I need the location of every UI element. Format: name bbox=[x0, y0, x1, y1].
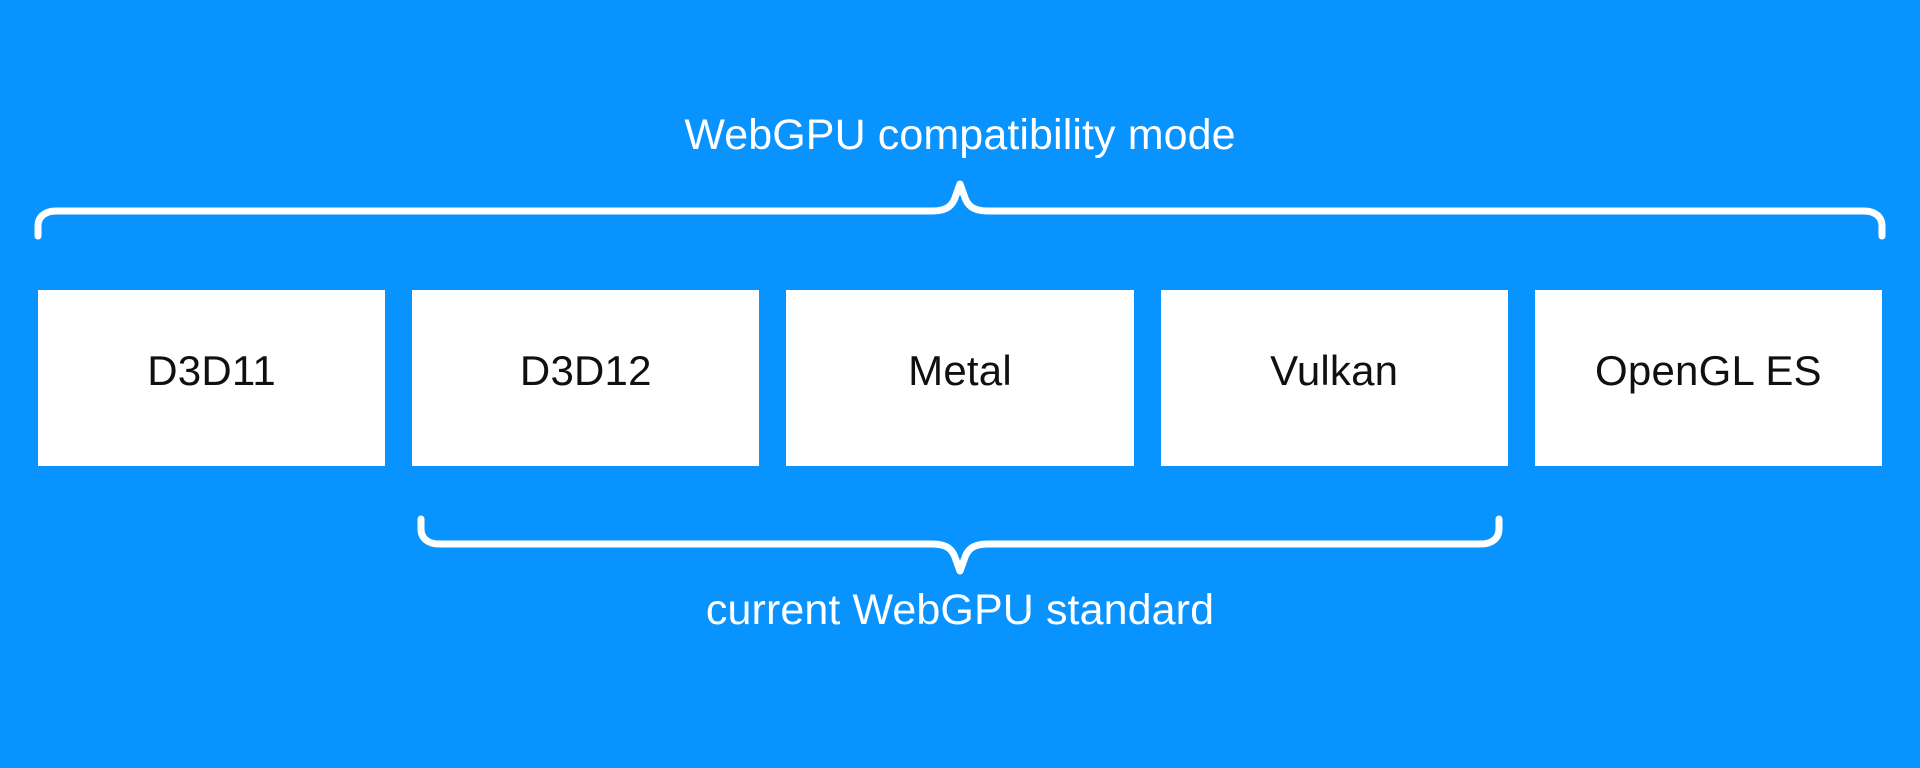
bottom-group-label: current WebGPU standard bbox=[705, 586, 1215, 634]
top-group-label: WebGPU compatibility mode bbox=[684, 111, 1236, 159]
api-box-metal[interactable]: Metal bbox=[786, 290, 1134, 466]
api-box-d3d11[interactable]: D3D11 bbox=[38, 290, 386, 466]
api-box-label: D3D11 bbox=[147, 347, 276, 394]
api-box-vulkan[interactable]: Vulkan bbox=[1160, 290, 1508, 466]
api-box-d3d12[interactable]: D3D12 bbox=[412, 290, 760, 466]
api-box-opengl-es[interactable]: OpenGL ES bbox=[1534, 290, 1883, 466]
api-box-label: Metal bbox=[908, 347, 1012, 394]
api-box-label: Vulkan bbox=[1270, 347, 1399, 394]
api-box-label: D3D12 bbox=[519, 347, 652, 394]
api-box-label: OpenGL ES bbox=[1595, 347, 1822, 394]
api-box-row: D3D11 D3D12 Metal Vulkan OpenGL ES bbox=[38, 290, 1883, 466]
